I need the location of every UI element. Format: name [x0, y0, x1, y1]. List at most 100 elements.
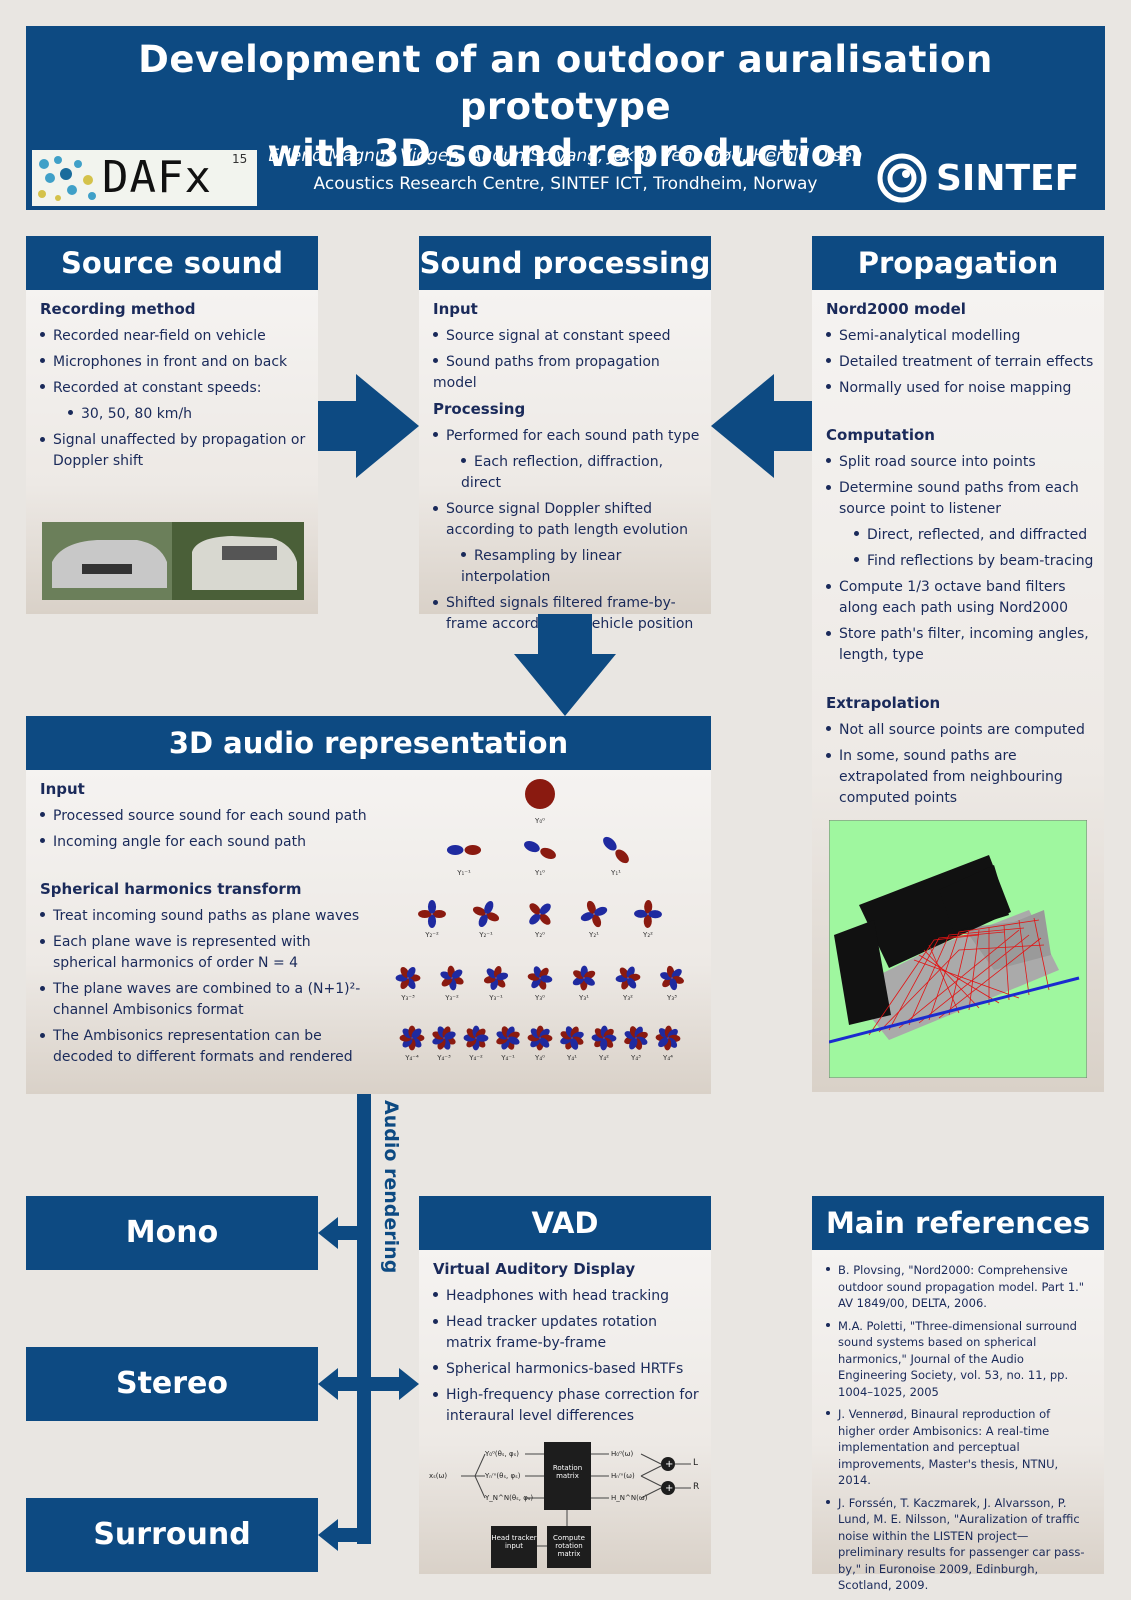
audio-rendering-label: Audio rendering	[380, 1100, 402, 1274]
list-item: Headphones with head tracking	[433, 1286, 705, 1307]
spherical-harmonic-0-0: Y₀⁰	[525, 779, 555, 825]
vad-compute-rotation: Compute rotation matrix	[553, 1534, 585, 1558]
list-item: Recorded near-field on vehicle	[40, 326, 310, 347]
sound-processing-panel: Input Source signal at constant speed So…	[419, 290, 711, 632]
spherical-harmonic-2-3: Y₂¹	[580, 900, 608, 939]
audio-rendering-trunk	[357, 1094, 371, 1544]
spherical-harmonic-label: Y₂⁰	[534, 931, 545, 939]
list-item: Treat incoming sound paths as plane wave…	[40, 906, 370, 927]
vad-out-r: R	[693, 1482, 700, 1492]
vad-h-bot: H_N^N(ω)	[611, 1494, 648, 1502]
spherical-harmonic-label: Y₄⁻¹	[500, 1054, 515, 1062]
title-line-2: with 3D sound reproduction	[267, 132, 864, 175]
spherical-harmonic-label: Y₄¹	[566, 1054, 577, 1062]
arrow-to-mono-icon	[318, 1217, 370, 1249]
spherical-harmonic-4-5: Y₄¹	[560, 1026, 584, 1062]
spherical-harmonic-label: Y₂²	[642, 931, 653, 939]
list-item: Normally used for noise mapping	[826, 378, 1098, 399]
audio3d-panel: Input Processed source sound for each so…	[26, 770, 711, 1094]
spherical-harmonic-4-8: Y₄⁴	[655, 1025, 681, 1062]
spherical-harmonic-label: Y₄²	[598, 1054, 609, 1062]
list-item: Signal unaffected by propagation or Dopp…	[40, 430, 310, 472]
list-item: Processed source sound for each sound pa…	[40, 806, 380, 827]
list-item: Each plane wave is represented with sphe…	[40, 932, 370, 974]
arrow-to-surround-icon	[318, 1519, 370, 1551]
spherical-harmonic-label: Y₃⁰	[534, 994, 545, 1002]
arrow-left-icon	[711, 374, 812, 478]
dafx-logo-text: DAFx	[102, 152, 212, 203]
svg-text:+: +	[665, 1483, 673, 1494]
sound-processing-title: Sound processing	[419, 236, 711, 290]
list-item: Store path's filter, incoming angles, le…	[826, 624, 1098, 666]
sht-heading: Spherical harmonics transform	[40, 880, 302, 898]
dafx-logo: DAFx 15	[32, 150, 257, 206]
vad-h-mid: Hₙᵐ(ω)	[611, 1472, 635, 1480]
processing-heading: Processing	[433, 400, 526, 418]
list-item: Split road source into points	[826, 452, 1098, 473]
spherical-harmonic-label: Y₂¹	[588, 931, 599, 939]
affiliation: Acoustics Research Centre, SINTEF ICT, T…	[313, 174, 818, 194]
list-subitem: Each reflection, diffraction, direct	[461, 454, 664, 491]
spherical-harmonic-3-4: Y₃¹	[572, 965, 596, 1002]
list-item: Recorded at constant speeds:	[40, 378, 310, 399]
list-subitem: Resampling by linear interpolation	[461, 548, 622, 585]
vad-head-tracker: Head tracker input	[491, 1534, 537, 1550]
spherical-harmonic-4-1: Y₄⁻³	[432, 1026, 456, 1062]
list-item: Source signal at constant speed	[433, 326, 705, 347]
spherical-harmonic-1-0: Y₁⁻¹	[446, 845, 482, 877]
source-sound-panel: Recording method Recorded near-field on …	[26, 290, 318, 614]
source-list: Recorded near-field on vehicle Microphon…	[40, 326, 310, 472]
references-panel: B. Plovsing, "Nord2000: Comprehensive ou…	[812, 1250, 1104, 1592]
output-surround: Surround	[26, 1498, 318, 1572]
spherical-harmonic-2-0: Y₂⁻²	[418, 900, 446, 939]
output-mono: Mono	[26, 1196, 318, 1270]
spherical-harmonic-4-6: Y₄²	[591, 1025, 617, 1062]
propagation-title: Propagation	[812, 236, 1104, 290]
spherical-harmonic-label: Y₁⁻¹	[456, 869, 471, 877]
spherical-harmonic-label: Y₃³	[666, 994, 677, 1002]
spherical-harmonic-label: Y₂⁻¹	[478, 931, 493, 939]
spherical-harmonic-label: Y₄⁻⁴	[404, 1054, 419, 1062]
list-item: Source signal Doppler shifted according …	[433, 499, 705, 541]
spherical-harmonic-label: Y₄³	[630, 1054, 641, 1062]
spherical-harmonic-3-5: Y₃²	[615, 966, 641, 1002]
list-item: Semi-analytical modelling	[826, 326, 1098, 347]
list-item: Microphones in front and on back	[40, 352, 310, 373]
propagation-panel: Nord2000 model Semi-analytical modelling…	[812, 290, 1104, 1092]
spherical-harmonic-4-0: Y₄⁻⁴	[399, 1025, 425, 1062]
vehicle-photo	[42, 522, 304, 600]
spherical-harmonic-label: Y₁⁰	[534, 869, 545, 877]
spherical-harmonic-label: Y₃²	[622, 994, 633, 1002]
list-item: The Ambisonics representation can be dec…	[40, 1026, 370, 1068]
vad-y-mid: Yₙᵐ(θₛ, φₛ)	[485, 1472, 521, 1480]
spherical-harmonic-label: Y₃⁻²	[444, 994, 459, 1002]
sintef-icon	[876, 152, 928, 204]
reference-item: M.A. Poletti, "Three-dimensional surroun…	[826, 1318, 1088, 1401]
list-subitem: Direct, reflected, and diffracted	[826, 525, 1098, 546]
spherical-harmonic-2-2: Y₂⁰	[529, 903, 551, 939]
list-item: Compute 1/3 octave band filters along ea…	[826, 577, 1098, 619]
dafx-year: 15	[232, 152, 248, 166]
references-title: Main references	[812, 1196, 1104, 1250]
vad-input-label: xₛ(ω)	[429, 1472, 448, 1480]
spherical-harmonic-4-7: Y₄³	[624, 1026, 648, 1062]
list-item: Not all source points are computed	[826, 720, 1098, 741]
audio-rendering-label-wrap: Audio rendering	[378, 1100, 408, 1273]
source-sound-title: Source sound	[26, 236, 318, 290]
vad-y-top: Y₀⁰(θₛ, φₛ)	[485, 1450, 519, 1458]
spherical-harmonic-label: Y₀⁰	[534, 817, 545, 825]
spherical-harmonic-label: Y₃⁻³	[400, 994, 415, 1002]
spherical-harmonic-2-1: Y₂⁻¹	[472, 900, 500, 939]
list-item: Detailed treatment of terrain effects	[826, 352, 1098, 373]
arrow-right-icon	[318, 374, 419, 478]
output-stereo: Stereo	[26, 1347, 318, 1421]
spherical-harmonic-4-2: Y₄⁻²	[463, 1025, 489, 1062]
arrow-down-icon	[514, 614, 616, 716]
arrow-stereo-vad-icon	[318, 1368, 419, 1400]
list-item: Determine sound paths from each source p…	[826, 478, 1098, 520]
extrapolation-heading: Extrapolation	[826, 694, 941, 712]
spherical-harmonic-label: Y₄⁻²	[468, 1054, 483, 1062]
list-item: Head tracker updates rotation matrix fra…	[433, 1312, 705, 1354]
spherical-harmonic-label: Y₃⁻¹	[488, 994, 503, 1002]
audio3d-title: 3D audio representation	[26, 716, 711, 770]
